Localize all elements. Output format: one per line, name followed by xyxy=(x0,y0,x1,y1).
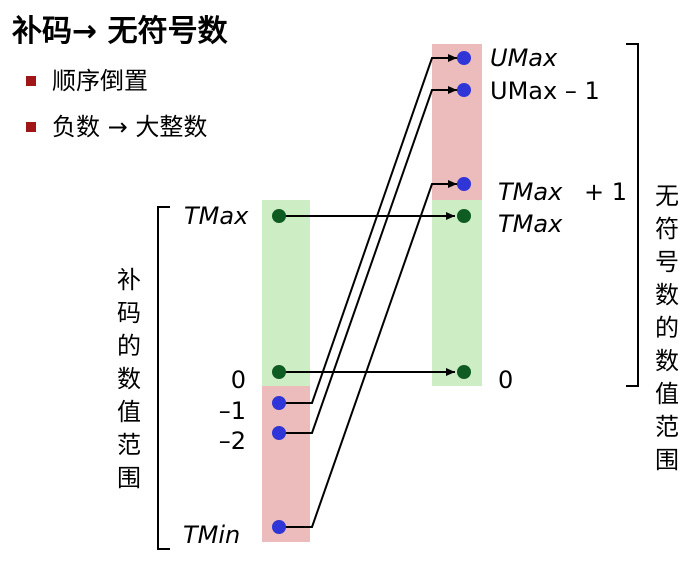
label-neg2: –2 xyxy=(218,427,246,455)
caption-char: 围 xyxy=(117,464,141,492)
label-umax-minus-1: UMax – 1 xyxy=(490,77,600,105)
left-range-bracket xyxy=(157,206,170,550)
bullet-item: 顺序倒置 xyxy=(20,62,207,108)
caption-char: 围 xyxy=(655,446,679,474)
caption-char: 数 xyxy=(655,281,679,309)
caption-char: 的 xyxy=(117,332,141,360)
label-tmax-plus-1-suffix: + 1 xyxy=(584,178,628,206)
caption-char: 值 xyxy=(655,380,679,408)
left-green-band xyxy=(262,200,310,386)
caption-char: 范 xyxy=(117,431,141,459)
caption-char: 范 xyxy=(655,413,679,441)
bullet-text: 负数 → 大整数 xyxy=(52,113,208,141)
label-tmax: TMax xyxy=(184,202,249,230)
bullet-item: 负数 → 大整数 xyxy=(20,108,207,154)
point-umax-minus-1 xyxy=(457,83,471,97)
caption-char: 无 xyxy=(655,182,679,210)
right-green-band xyxy=(432,200,482,386)
arrow-neg2-to-umax-minus-1 xyxy=(280,86,457,434)
point-tmax-plus-1 xyxy=(457,177,471,191)
label-zero: 0 xyxy=(230,366,246,394)
caption-char: 的 xyxy=(655,314,679,342)
caption-char: 码 xyxy=(117,299,141,327)
caption-char: 补 xyxy=(117,266,141,294)
label-umax: UMax xyxy=(490,44,558,72)
square-bullet-icon xyxy=(26,76,36,86)
point-tmin xyxy=(272,520,286,534)
arrow-tmin-to-tmax-plus-1 xyxy=(280,180,457,528)
right-red-band xyxy=(432,44,482,200)
square-bullet-icon xyxy=(26,122,36,132)
label-tmax-plus-1-name: TMax xyxy=(498,178,563,206)
point-zero xyxy=(272,365,286,379)
label-right-tmax: TMax xyxy=(498,210,563,238)
label-tmin: TMin xyxy=(183,521,241,549)
point-umax xyxy=(457,51,471,65)
caption-char: 数 xyxy=(655,347,679,375)
point-right-tmax xyxy=(457,209,471,223)
bullet-text: 顺序倒置 xyxy=(52,67,148,95)
point-neg1 xyxy=(272,396,286,410)
left-red-band xyxy=(262,386,310,542)
caption-char: 数 xyxy=(117,365,141,393)
point-right-zero xyxy=(457,365,471,379)
point-neg2 xyxy=(272,426,286,440)
caption-char: 符 xyxy=(655,215,679,243)
slide-title: 补码→ 无符号数 xyxy=(12,14,228,49)
bullet-list: 顺序倒置 负数 → 大整数 xyxy=(20,62,207,154)
caption-char: 值 xyxy=(117,398,141,426)
label-right-zero: 0 xyxy=(498,366,514,394)
right-range-caption: 无 符 号 数 的 数 值 范 围 xyxy=(652,180,682,477)
arrow-neg1-to-umax xyxy=(280,54,457,404)
point-tmax xyxy=(272,209,286,223)
caption-char: 号 xyxy=(655,248,679,276)
label-neg1: –1 xyxy=(218,397,246,425)
right-range-bracket xyxy=(626,43,639,387)
left-range-caption: 补 码 的 数 值 范 围 xyxy=(114,264,144,495)
